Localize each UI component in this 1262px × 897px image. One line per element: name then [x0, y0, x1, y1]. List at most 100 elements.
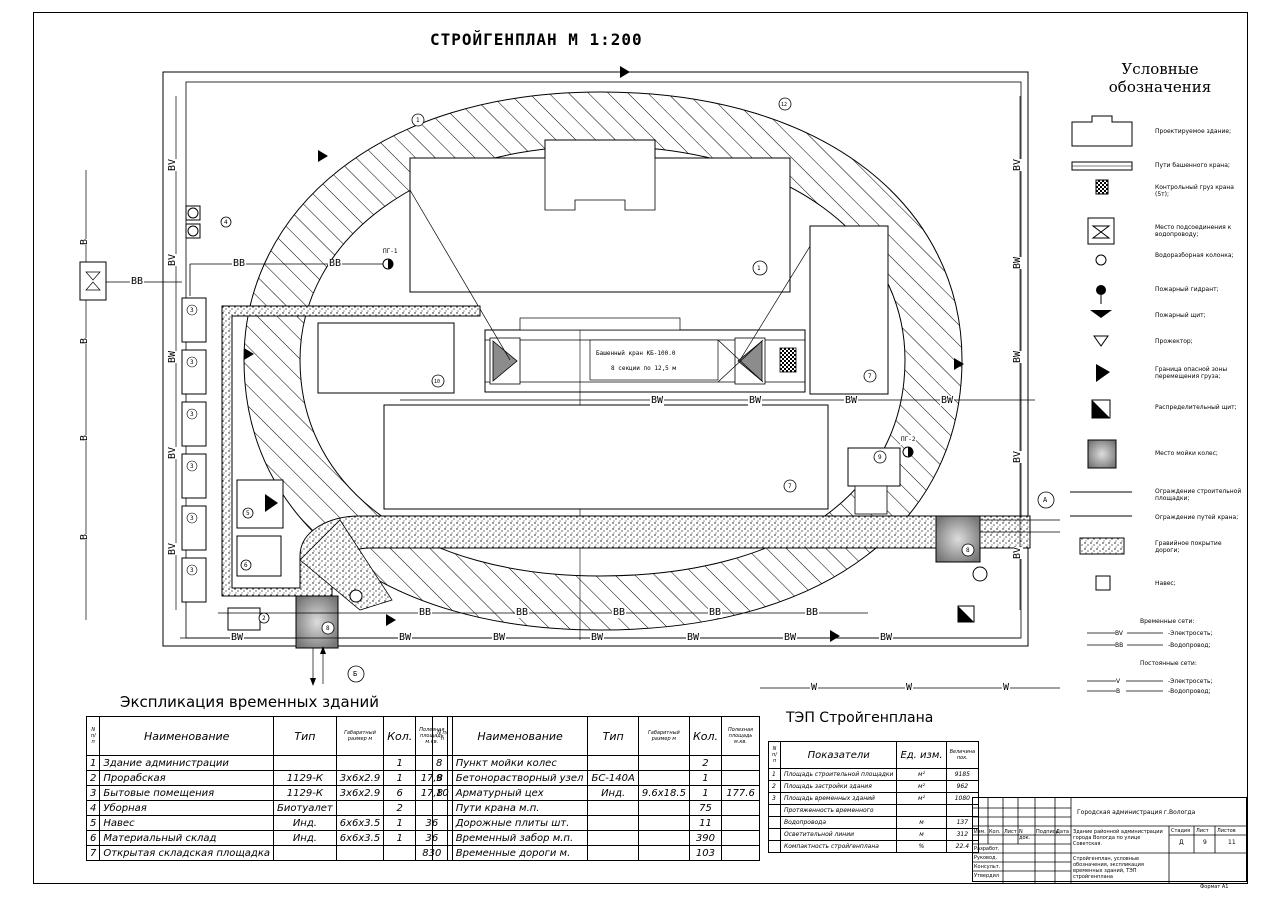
line-label-b: B [79, 434, 91, 442]
table-cell [721, 845, 760, 861]
foreman-office [227, 607, 261, 631]
table-cell: 2 [768, 780, 781, 793]
table-cell: 1 [688, 770, 723, 786]
storage-area [809, 225, 889, 395]
table-cell [721, 800, 760, 816]
wash-8-number: 8 [966, 547, 970, 554]
table-cell [721, 830, 760, 846]
table-cell [335, 755, 385, 771]
table-cell [768, 804, 781, 817]
temp-power-label: -Электросеть; [1168, 630, 1213, 637]
table-cell: Водопровода [779, 816, 898, 829]
table-cell [587, 800, 639, 816]
line-label-bw: BW [650, 395, 665, 406]
table-cell [896, 804, 947, 817]
stamp-col-label: Лист [1004, 829, 1017, 835]
table-cell: 4 [85, 800, 101, 816]
table-cell [768, 840, 781, 853]
table-cell [768, 816, 781, 829]
legend-item: Контрольный груз крана (5т); [1155, 184, 1234, 198]
line-label-bb: BB [805, 607, 820, 618]
line-label-bb: BB [515, 607, 530, 618]
legend-title-line-1: Условные [1121, 60, 1199, 78]
legend-item: Водоразборная колонка; [1155, 252, 1234, 259]
table-cell: м² [896, 768, 947, 781]
table-cell [432, 830, 453, 846]
table-cell: Прорабская [99, 770, 275, 786]
stamp-org: Городская администрация г.Вологда [1077, 809, 1196, 816]
table-cell [721, 755, 760, 771]
line-label-bb: BB [612, 607, 627, 618]
sheet-format: Формат А1 [1200, 884, 1229, 890]
table-cell: Биотуалет [273, 800, 337, 816]
table-cell: Компактность стройгенплана [779, 840, 898, 853]
header-cell: Наименование [451, 716, 589, 756]
table-cell: 7 [85, 845, 101, 861]
designed-building [409, 139, 791, 293]
toilet-4-number: 4 [224, 219, 228, 226]
legend-item: Место подсоединения к водопроводу; [1155, 224, 1232, 238]
line-label-bb: BB [328, 258, 343, 269]
amenity-blocks [181, 297, 207, 603]
line-label-bv: BV [167, 446, 179, 460]
table-cell: 11 [688, 815, 723, 831]
stamp-role: Руковод. [974, 855, 998, 861]
table-cell: 9.6x18.5 [637, 785, 690, 801]
table-cell [637, 800, 690, 816]
perm-networks-heading: Постоянные сети: [1140, 660, 1197, 667]
stamp-col-label: Дата [1056, 829, 1069, 835]
legend-item: Ограждение строительной площадки; [1155, 488, 1242, 502]
table-cell: 1 [383, 830, 417, 846]
line-label-bv: BV [1012, 450, 1024, 464]
header-cell: N п/п [768, 741, 781, 769]
wheel-wash-2 [935, 515, 981, 563]
number-circles [220, 97, 1055, 683]
table-cell: 5 [85, 815, 101, 831]
stamp-stage-header: Стадия [1171, 828, 1191, 834]
table-cell: Здание администрации [99, 755, 275, 771]
axis-b-label: Б [353, 670, 358, 678]
table-cell: Инд. [587, 785, 639, 801]
crane-sections-label: 8 секции по 12,5 м [610, 364, 678, 374]
table-cell [587, 755, 639, 771]
legend-item: Ограждение путей крана; [1155, 514, 1239, 521]
legend-item: Пожарный гидрант; [1155, 286, 1219, 293]
line-label-bw: BW [783, 632, 798, 643]
table-cell: Временные дороги м. [451, 845, 589, 861]
building-1-number: 1 [757, 265, 761, 272]
control-load [779, 347, 797, 373]
stamp-sheet-header: Лист [1196, 828, 1209, 834]
table-cell: Арматурный цех [451, 785, 589, 801]
perm-power-code: V [1116, 678, 1126, 685]
line-label-bw: BW [686, 632, 701, 643]
stamp-role: Разработ. [974, 846, 1000, 852]
tep-title: ТЭП Стройгенплана [786, 710, 934, 726]
table-cell: 22.4 [945, 840, 980, 853]
explication-table-1: N п/п Наименование Тип Габаритный размер… [85, 716, 449, 861]
table-cell: Материальный склад [99, 830, 275, 846]
header-cell: N п/п [85, 716, 101, 756]
table-row: Временный забор м.п.390 [432, 830, 760, 846]
perm-water-code: B [1116, 688, 1126, 695]
stamp-sheet: 9 [1203, 839, 1207, 846]
table-cell: м [896, 828, 947, 841]
perm-water-label: -Водопровод; [1168, 688, 1211, 695]
building-9-number: 9 [878, 454, 882, 461]
site-boundary [162, 71, 1029, 647]
table-cell [335, 845, 385, 861]
table-cell: 9 [432, 770, 453, 786]
drawing-title: СТРОЙГЕНПЛАН М 1:200 [430, 30, 643, 49]
drawing-frame [33, 12, 1248, 884]
table-cell: % [896, 840, 947, 853]
table-cell: 1080 [945, 792, 980, 805]
line-label-w: W [1002, 682, 1011, 693]
stamp-role: Консульт. [974, 864, 1001, 870]
table-cell: 103 [688, 845, 723, 861]
